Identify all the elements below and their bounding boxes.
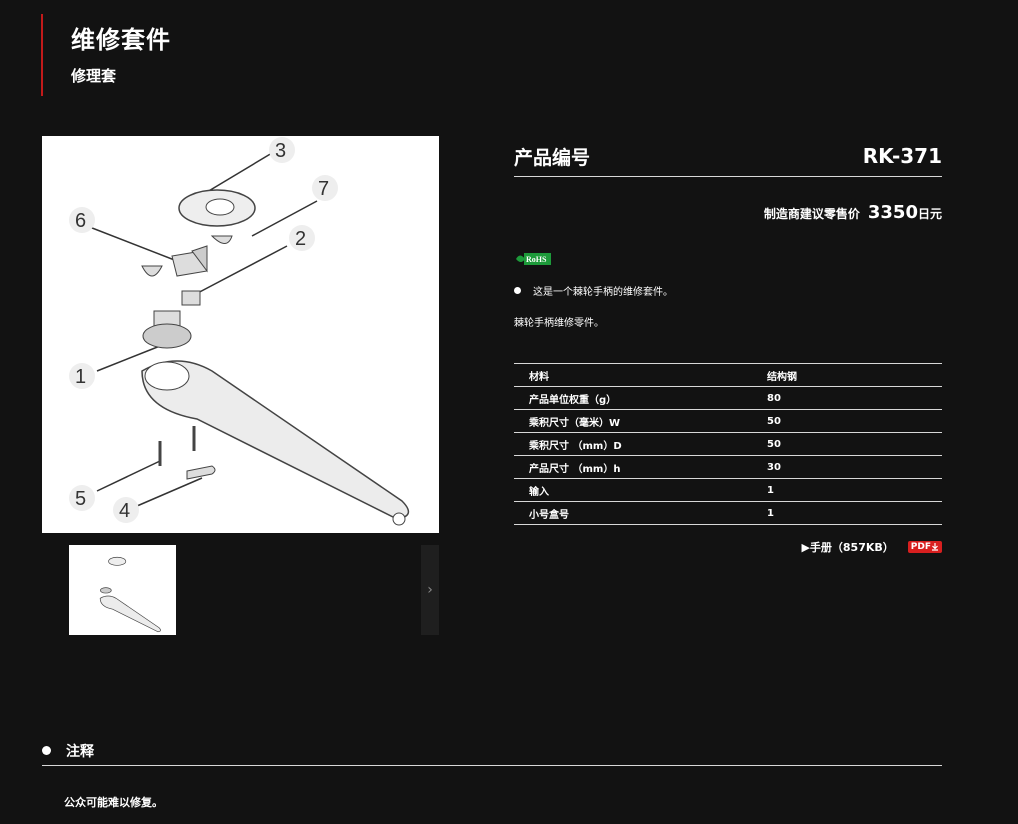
- thumbnail-1[interactable]: [69, 545, 176, 635]
- bullet-dot-icon: [514, 287, 521, 294]
- callout-1: 1: [75, 366, 86, 388]
- page-header: 维修套件 修理套: [41, 14, 171, 96]
- manual-row: ▶手册（857KB） PDF: [514, 539, 942, 555]
- svg-text:RoHS: RoHS: [526, 255, 547, 264]
- main-product-image: 1 2 3 4 5 6 7: [42, 136, 439, 533]
- feature-bullet: 这是一个棘轮手柄的维修套件。: [514, 283, 942, 298]
- spec-value: 50: [767, 432, 942, 456]
- page-subtitle: 修理套: [71, 67, 117, 85]
- price-row: 制造商建议零售价 3350 日元: [514, 202, 942, 223]
- spec-key: 小号盒号: [514, 501, 767, 525]
- page-title: 维修套件: [71, 26, 171, 54]
- bullet-dot-icon: [42, 746, 51, 755]
- feature-bullet-text: 这是一个棘轮手柄的维修套件。: [533, 287, 673, 298]
- callout-2: 2: [295, 228, 306, 250]
- notes-section: 注释 公众可能难以修复。: [42, 736, 942, 810]
- spec-value: 30: [767, 455, 942, 479]
- rohs-badge: RoHS: [514, 251, 552, 267]
- product-number-row: 产品编号 RK-371: [514, 136, 942, 177]
- table-row: 产品单位权重（g）80: [514, 386, 942, 410]
- spec-value: 50: [767, 409, 942, 433]
- callout-3: 3: [275, 140, 286, 162]
- spec-key: 产品尺寸 （mm）h: [514, 455, 767, 479]
- rohs-icon: RoHS: [516, 253, 551, 265]
- price-label: 制造商建议零售价: [763, 207, 860, 221]
- product-number-label: 产品编号: [514, 146, 591, 169]
- price-value: 3350: [867, 202, 918, 223]
- notes-title: 注释: [66, 743, 94, 760]
- pdf-label: PDF: [910, 542, 931, 552]
- spec-key: 乘积尺寸（毫米）W: [514, 409, 767, 433]
- thumbnail-image: [99, 556, 161, 633]
- spec-key: 产品单位权重（g）: [514, 386, 767, 410]
- pdf-download-button[interactable]: PDF: [907, 541, 942, 553]
- exploded-ratchet-diagram: 1 2 3 4 5 6 7: [69, 137, 410, 526]
- spec-key: 材料: [514, 363, 767, 387]
- product-number-value: RK-371: [862, 144, 942, 168]
- spec-key: 乘积尺寸 （mm）D: [514, 432, 767, 456]
- download-icon: [932, 543, 938, 551]
- table-row: 材料结构钢: [514, 363, 942, 387]
- notes-text: 公众可能难以修复。: [64, 796, 163, 809]
- chevron-right-icon: ›: [427, 582, 433, 598]
- callout-5: 5: [75, 488, 86, 510]
- spec-value: 1: [767, 478, 942, 502]
- callout-7: 7: [318, 178, 329, 200]
- spec-value: 结构钢: [767, 363, 942, 387]
- product-description: 棘轮手柄维修零件。: [514, 318, 604, 329]
- notes-header: 注释: [42, 736, 942, 766]
- spec-key: 输入: [514, 478, 767, 502]
- price-unit: 日元: [917, 207, 942, 221]
- gallery-next-button[interactable]: ›: [421, 545, 439, 635]
- spec-value: 80: [767, 386, 942, 410]
- manual-download-link[interactable]: ▶手册（857KB）: [801, 541, 894, 554]
- spec-value: 1: [767, 501, 942, 525]
- callout-6: 6: [75, 210, 86, 232]
- product-info: 产品编号 RK-371 制造商建议零售价 3350 日元 RoHS 这是一个棘轮…: [514, 136, 942, 555]
- callout-4: 4: [119, 500, 130, 522]
